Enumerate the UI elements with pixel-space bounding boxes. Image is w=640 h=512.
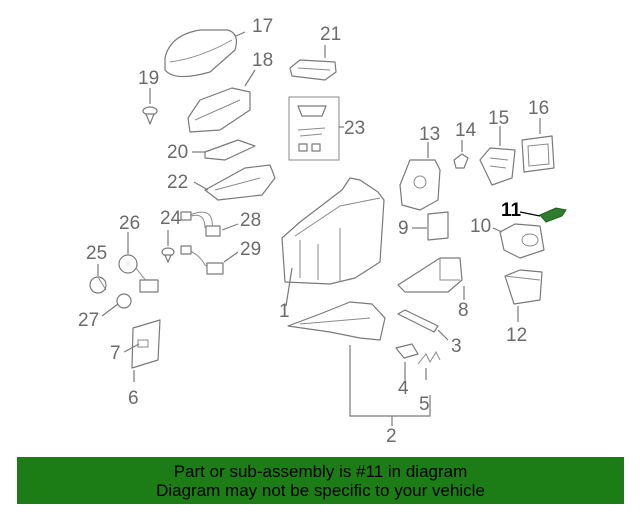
leader-27 — [101, 303, 119, 317]
part-23-hardware-kit[interactable] — [288, 96, 340, 161]
part-19-push-clip[interactable] — [142, 106, 158, 125]
callout-17[interactable]: 17 — [252, 16, 273, 37]
part-22-liner[interactable] — [204, 164, 276, 201]
part-5-spring[interactable] — [417, 350, 441, 365]
leader-11 — [519, 211, 541, 217]
part-11-highlighted[interactable] — [539, 207, 567, 223]
part-21-tray[interactable] — [289, 59, 337, 81]
callout-1[interactable]: 1 — [279, 301, 290, 322]
fitment-banner: Part or sub-assembly is #11 in diagram D… — [17, 457, 624, 504]
leader-3 — [437, 329, 449, 341]
part-6-panel[interactable] — [131, 319, 161, 369]
part-screw[interactable] — [161, 247, 175, 263]
leader-22 — [193, 181, 209, 191]
callout-4[interactable]: 4 — [398, 378, 409, 399]
part-17-armrest-lid[interactable] — [164, 29, 238, 78]
leader-28 — [221, 223, 239, 231]
callout-3[interactable]: 3 — [451, 336, 462, 357]
part-3-trim[interactable] — [397, 309, 439, 333]
part-25-socket[interactable] — [89, 276, 107, 294]
part-4-cover[interactable] — [395, 343, 419, 359]
callout-21[interactable]: 21 — [320, 24, 341, 45]
callout-23[interactable]: 23 — [344, 118, 365, 139]
callout-2[interactable]: 2 — [386, 426, 397, 447]
callout-11[interactable]: 11 — [501, 200, 522, 221]
part-20-pad[interactable] — [204, 139, 256, 161]
callout-24[interactable]: 24 — [160, 208, 182, 229]
leader-1 — [285, 267, 293, 307]
callout-6[interactable]: 6 — [128, 388, 139, 409]
part-27-plug[interactable] — [116, 293, 132, 309]
callout-22[interactable]: 22 — [167, 172, 188, 193]
callout-18[interactable]: 18 — [252, 50, 273, 71]
callout-27[interactable]: 27 — [78, 310, 99, 331]
parts-diagram: 17 18 19 21 23 20 22 — [78, 16, 567, 447]
leader-2 — [349, 345, 431, 426]
callout-12[interactable]: 12 — [506, 325, 527, 346]
part-10-cupholder[interactable] — [499, 223, 545, 259]
leader-7 — [123, 343, 140, 353]
callout-19[interactable]: 19 — [138, 68, 159, 89]
leader-29 — [223, 251, 239, 263]
part-15-cupholder[interactable] — [479, 147, 516, 186]
callout-29[interactable]: 29 — [240, 239, 261, 260]
callout-14[interactable]: 14 — [455, 120, 477, 141]
part-18-armrest-base[interactable] — [187, 87, 251, 133]
part-24-connector[interactable] — [180, 211, 206, 229]
part-1-console[interactable] — [281, 177, 385, 285]
callout-9[interactable]: 9 — [398, 218, 409, 239]
callout-8[interactable]: 8 — [458, 300, 469, 321]
part-29-harness[interactable] — [180, 245, 224, 275]
callout-28[interactable]: 28 — [240, 210, 261, 231]
callout-15[interactable]: 15 — [488, 108, 509, 129]
callout-16[interactable]: 16 — [528, 98, 549, 119]
part-bracket-lower[interactable] — [287, 301, 386, 341]
callout-10[interactable]: 10 — [470, 216, 491, 237]
banner-line-1: Part or sub-assembly is #11 in diagram — [173, 462, 468, 481]
callout-13[interactable]: 13 — [419, 124, 440, 145]
leader-17 — [235, 31, 246, 37]
part-8-tray[interactable] — [397, 257, 463, 293]
part-14-clip[interactable] — [453, 153, 469, 169]
part-9-pad[interactable] — [427, 211, 449, 241]
callout-20[interactable]: 20 — [167, 142, 188, 163]
part-12-bin[interactable] — [504, 269, 543, 305]
part-28-harness[interactable] — [189, 211, 221, 237]
part-26-power-outlet[interactable] — [118, 254, 159, 293]
leader-18 — [244, 69, 256, 87]
part-13-rear-bezel[interactable] — [399, 159, 441, 211]
callout-26[interactable]: 26 — [119, 213, 140, 234]
leader-10 — [492, 227, 503, 233]
callout-25[interactable]: 25 — [86, 243, 107, 264]
part-16-lid[interactable] — [521, 135, 555, 173]
banner-line-2: Diagram may not be specific to your vehi… — [156, 481, 485, 500]
callout-5[interactable]: 5 — [419, 394, 430, 415]
callout-7[interactable]: 7 — [110, 343, 121, 364]
